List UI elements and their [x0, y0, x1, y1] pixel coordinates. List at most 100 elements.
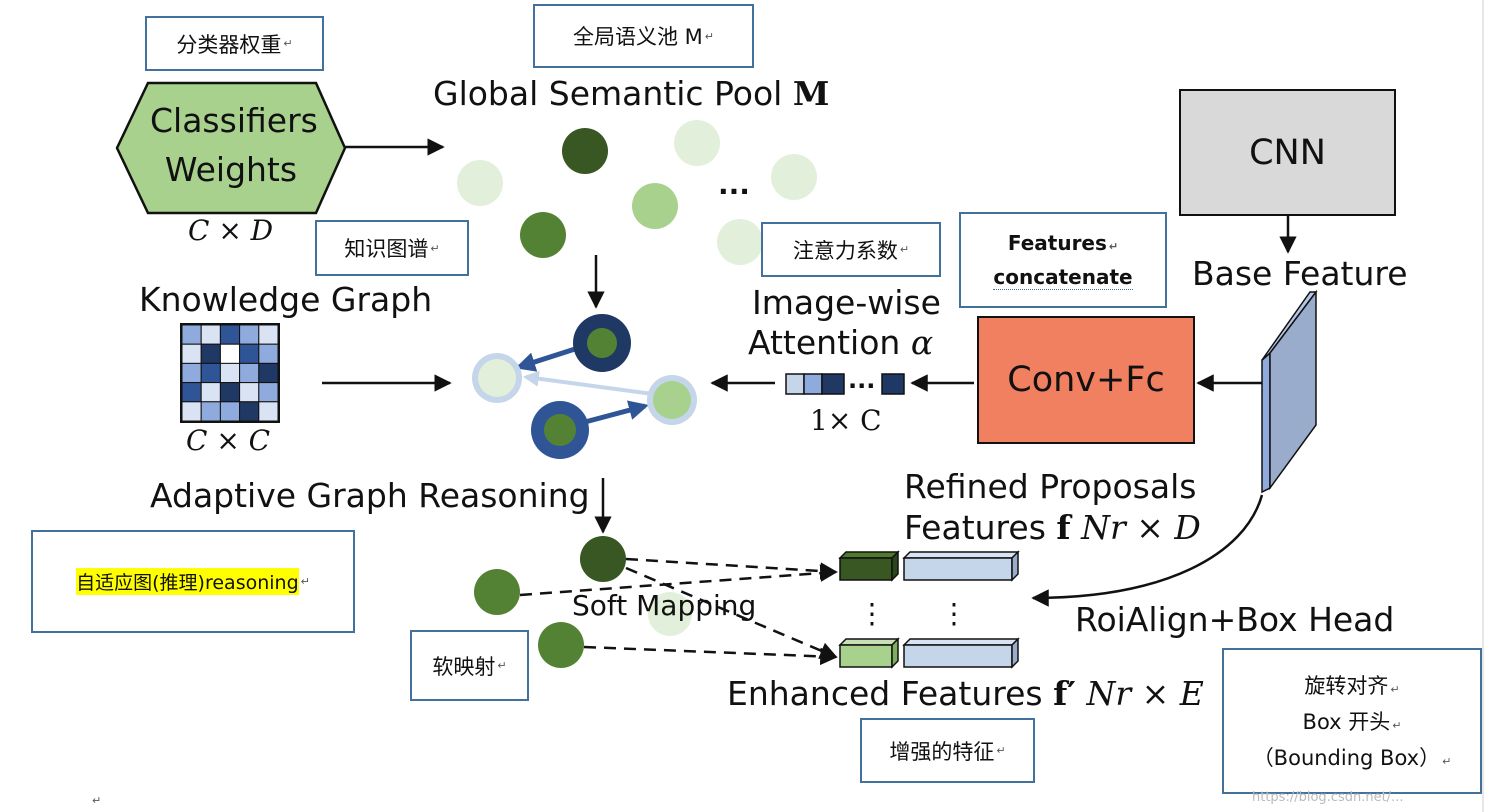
image-wise-label: Image-wise	[752, 283, 941, 322]
edge-dark	[584, 400, 649, 425]
refined-vdots: ⋮	[858, 597, 886, 630]
refined-dims: Nr × D	[1081, 508, 1201, 547]
matrix-cell	[239, 324, 260, 345]
pool-ellipsis: ...	[718, 168, 750, 201]
pool-node-pale	[674, 120, 720, 166]
pool-node-dark	[562, 128, 608, 174]
note-features-line1: Features↵	[1007, 230, 1119, 255]
soft-mapping-nodes	[474, 536, 692, 668]
classifiers-dims: C × D	[188, 214, 274, 247]
refined-f: f	[1056, 508, 1071, 547]
note-classifier-weights[interactable]: 分类器权重↵	[145, 16, 324, 71]
mapping-node-mid	[474, 569, 520, 615]
attention-ellipsis: ...	[848, 366, 876, 394]
paragraph-mark: ↵	[92, 794, 102, 807]
adaptive-graph-reasoning-label: Adaptive Graph Reasoning	[150, 476, 590, 515]
mapping-node-mid	[538, 622, 584, 668]
matrix-cell	[239, 401, 260, 422]
matrix-cell	[200, 401, 221, 422]
classifiers-label-line2: Weights	[164, 150, 298, 189]
enhanced-dims: Nr × E	[1086, 674, 1204, 713]
note-adaptive-reasoning[interactable]: 自适应图(推理)reasoning↵	[31, 530, 355, 633]
matrix-cell	[181, 401, 202, 422]
matrix-cell	[219, 401, 241, 422]
attention-dims: 1× C	[810, 404, 882, 437]
matrix-cell	[181, 324, 202, 345]
matrix-cell	[239, 362, 260, 384]
note-soft-mapping[interactable]: 软映射↵	[410, 630, 529, 701]
matrix-cell	[258, 324, 279, 345]
cnn-label: CNN	[1249, 132, 1326, 173]
matrix-cell	[200, 324, 221, 345]
note-roialign-line2: Box 开头↵	[1302, 710, 1402, 734]
note-roialign[interactable]: 旋转对齐↵ Box 开头↵ （Bounding Box）↵	[1222, 648, 1482, 794]
mapping-node-dark	[580, 536, 626, 582]
matrix-cell	[239, 382, 260, 403]
conv-fc-label: Conv+Fc	[1007, 360, 1165, 400]
matrix-cell	[200, 343, 221, 364]
matrix-cell	[219, 382, 241, 403]
pool-node-pale	[771, 154, 817, 200]
base-to-roialign-arrow	[1031, 494, 1264, 607]
knowledge-graph-dims: C × C	[186, 424, 271, 457]
matrix-cell	[181, 362, 202, 384]
graph-node-core	[544, 414, 576, 446]
matrix-cell	[258, 343, 279, 364]
watermark: https://blog.csdn.net/...	[1252, 790, 1404, 805]
note-global-pool[interactable]: 全局语义池 M↵	[533, 4, 754, 68]
matrix-cell	[200, 382, 221, 403]
classifiers-label-line1: Classifiers	[150, 101, 318, 140]
global-pool-title: Global Semantic Pool M	[433, 74, 830, 113]
refined-features-label: Features f Nr × D	[904, 508, 1201, 547]
roialign-box-head-label: RoiAlign+Box Head	[1075, 600, 1395, 639]
note-attention[interactable]: 注意力系数↵	[761, 222, 941, 277]
global-pool-symbol: M	[792, 74, 830, 113]
reasoning-graph	[472, 314, 697, 459]
matrix-cell	[181, 343, 202, 364]
enhanced-f: f′	[1053, 674, 1077, 713]
knowledge-graph-label: Knowledge Graph	[139, 280, 433, 319]
enhanced-features-label: Enhanced Features f′ Nr × E	[727, 674, 1204, 713]
note-features-line2: concatenate	[993, 264, 1133, 290]
attention-vector	[785, 373, 905, 395]
cnn-box: CNN	[1179, 89, 1396, 216]
note-features-concatenate[interactable]: Features↵ concatenate	[959, 212, 1167, 308]
matrix-cell	[200, 362, 221, 384]
matrix-cell	[181, 382, 202, 403]
soft-mapping-edges	[519, 557, 838, 666]
base-feature-slab	[1261, 289, 1318, 494]
attention-label: Attention α	[748, 323, 934, 362]
graph-node-core	[478, 359, 516, 397]
matrix-cell	[219, 343, 241, 364]
highlighted-text: 自适应图(推理)reasoning	[76, 568, 299, 595]
pool-node-pale	[717, 219, 763, 265]
note-knowledge-graph[interactable]: 知识图谱↵	[315, 220, 469, 276]
soft-mapping-label: Soft Mapping	[572, 589, 757, 622]
refined-feature-bars	[838, 550, 1020, 582]
conv-fc-box: Conv+Fc	[977, 316, 1195, 444]
note-roialign-line3: （Bounding Box）↵	[1252, 746, 1452, 770]
note-roialign-line1: 旋转对齐↵	[1304, 674, 1400, 698]
global-pool-nodes	[457, 120, 817, 265]
edge-light	[522, 370, 654, 396]
graph-node-core	[587, 328, 617, 358]
mapping-node-pale	[648, 592, 692, 636]
classifiers-hexagon	[115, 81, 347, 215]
pool-node-light	[632, 183, 678, 229]
matrix-cell	[258, 382, 279, 403]
enhanced-vdots: ⋮	[940, 597, 968, 630]
pool-node-pale	[457, 160, 503, 206]
note-enhanced-features[interactable]: 增强的特征↵	[860, 718, 1035, 783]
refined-proposals-label: Refined Proposals	[904, 467, 1197, 506]
attention-alpha: α	[910, 323, 934, 362]
pool-node-mid	[520, 212, 566, 258]
matrix-cell	[239, 343, 260, 364]
matrix-cell	[258, 362, 279, 384]
base-feature-label: Base Feature	[1192, 254, 1408, 293]
matrix-cell	[219, 324, 241, 345]
edge-dark	[515, 346, 576, 372]
matrix-cell	[219, 362, 241, 384]
matrix-cell	[258, 401, 279, 422]
graph-node-core	[653, 381, 691, 419]
